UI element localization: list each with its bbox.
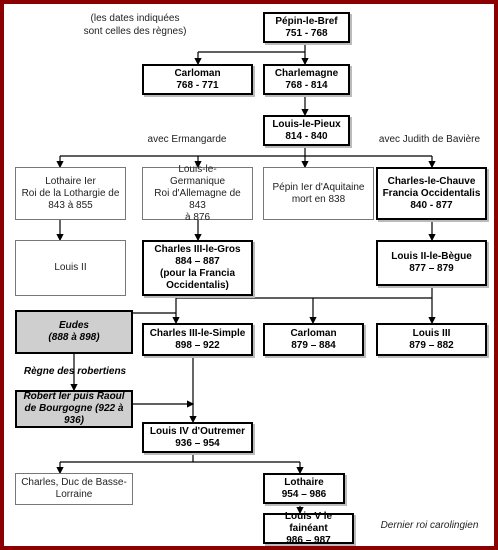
person-name: Louis III	[412, 327, 451, 339]
person-name: Louis-le-	[178, 163, 217, 175]
person-carloman-2: Carloman 879 – 884	[263, 323, 364, 356]
person-louis-le-begue: Louis II-le-Bègue 877 – 879	[376, 240, 487, 286]
person-name: Louis IV d'Outremer	[149, 425, 246, 437]
person-name: Pépin-le-Bref	[275, 15, 338, 27]
person-title-cont: Occidentalis)	[166, 280, 229, 291]
person-dates: 768 - 771	[176, 79, 219, 91]
person-dates: 879 – 882	[409, 339, 454, 351]
label-avec-ermangarde: avec Ermangarde	[147, 134, 227, 145]
person-louis-v: Louis V le fainéant 986 – 987	[263, 510, 354, 546]
person-title: (pour la Francia	[159, 268, 235, 279]
person-dates: 840 - 877	[410, 199, 453, 211]
person-dates: (888 à 898)	[48, 332, 100, 343]
person-dates: 814 - 840	[285, 130, 328, 142]
person-dates: 768 - 814	[285, 79, 328, 91]
person-dates: 898 – 922	[175, 339, 220, 351]
person-dates: 879 – 884	[291, 339, 336, 351]
person-dates: 986 – 987	[286, 534, 331, 546]
person-pepin-aquitaine: Pépin Ier d'Aquitaine mort en 838	[263, 167, 374, 220]
person-dates: mort en 838	[291, 193, 346, 205]
note-line-2: sont celles des règnes)	[83, 25, 187, 37]
person-louis-iv: Louis IV d'Outremer 936 – 954	[142, 422, 253, 453]
person-name: Lothaire Ier	[45, 175, 96, 187]
person-pepin-le-bref: Pépin-le-Bref 751 - 768	[263, 12, 350, 43]
person-lothaire-2: Lothaire 954 – 986	[263, 473, 345, 504]
person-louis-ii: Louis II	[15, 240, 126, 296]
person-name: Louis V le fainéant	[284, 510, 333, 534]
person-carloman-1: Carloman 768 - 771	[142, 64, 253, 95]
person-title: Lorraine	[55, 489, 93, 500]
person-name: Lothaire	[284, 476, 324, 488]
person-name-cont: de Bourgogne (922 à	[24, 403, 124, 414]
person-name: Carloman	[290, 327, 337, 339]
person-title: Roi de la Lothargie de	[21, 187, 120, 199]
person-title: Roi d'Allemagne de 843	[154, 187, 241, 211]
person-dates: 877 – 879	[409, 263, 454, 274]
person-louis-le-germanique: Louis-le- Germanique Roi d'Allemagne de …	[142, 163, 253, 223]
person-title: Francia Occidentalis	[382, 187, 481, 199]
person-name: Louis II-le-Bègue	[391, 251, 472, 262]
person-dates: 936 – 954	[175, 437, 220, 449]
label-regne-robertiens: Règne des robertiens	[23, 366, 127, 377]
person-dates: à 876	[184, 211, 211, 223]
person-dates: 936)	[63, 415, 84, 426]
person-charles-le-gros: Charles III-le-Gros 884 – 887 (pour la F…	[142, 240, 253, 296]
person-robert-raoul: Robert Ier puis Raoul de Bourgogne (922 …	[15, 390, 133, 428]
label-avec-judith: avec Judith de Bavière	[378, 134, 481, 145]
person-name: Charles III-le-Gros	[154, 244, 241, 255]
person-name: Robert Ier puis Raoul	[23, 391, 125, 402]
person-charles-le-chauve: Charles-le-Chauve Francia Occidentalis 8…	[376, 167, 487, 220]
person-name-cont: Germanique	[169, 175, 226, 187]
person-name: Louis II	[54, 262, 87, 273]
person-name: Charles III-le-Simple	[149, 327, 246, 339]
person-name: Charlemagne	[274, 67, 339, 79]
label-dernier-roi: Dernier roi carolingien	[380, 520, 479, 531]
person-dates: 884 – 887	[175, 256, 220, 267]
person-charles-le-simple: Charles III-le-Simple 898 – 922	[142, 323, 253, 356]
person-charlemagne: Charlemagne 768 - 814	[263, 64, 350, 95]
person-charles-basse-lorraine: Charles, Duc de Basse- Lorraine	[15, 473, 133, 505]
person-dates: 954 – 986	[281, 488, 327, 500]
note-line-1: (les dates indiquées	[90, 13, 180, 24]
person-dates: 751 - 768	[285, 27, 328, 39]
person-louis-le-pieux: Louis-le-Pieux 814 - 840	[263, 115, 350, 146]
person-name: Eudes	[58, 320, 89, 331]
person-name: Charles, Duc de Basse-	[21, 477, 127, 488]
person-louis-iii: Louis III 879 – 882	[376, 323, 487, 356]
person-dates: 843 à 855	[48, 199, 93, 211]
person-eudes: Eudes (888 à 898)	[15, 310, 133, 354]
person-name: Carloman	[174, 67, 221, 79]
person-name: Pépin Ier d'Aquitaine	[272, 181, 365, 193]
reign-dates-note: (les dates indiquées sont celles des règ…	[70, 13, 200, 38]
person-name: Charles-le-Chauve	[387, 175, 476, 187]
person-name: Louis-le-Pieux	[272, 118, 341, 130]
person-lothaire-1: Lothaire Ier Roi de la Lothargie de 843 …	[15, 167, 126, 220]
